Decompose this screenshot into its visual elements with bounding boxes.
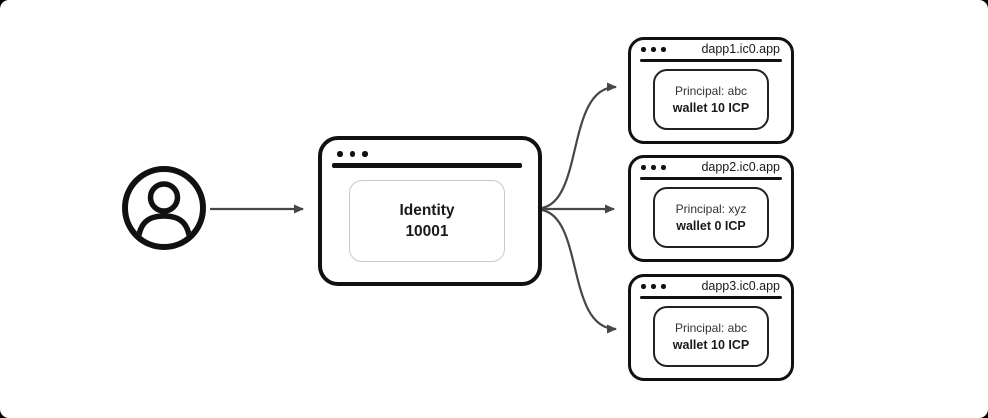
address-bar-line — [640, 177, 782, 180]
identity-box: Identity 10001 — [349, 180, 505, 262]
dapp1-wallet-label: wallet 10 ICP — [672, 100, 750, 115]
dapp3-principal-box: Principal: abc wallet 10 ICP — [653, 306, 769, 367]
dapp3-principal-label: Principal: abc — [674, 320, 748, 335]
window-dots-icon — [641, 47, 666, 52]
dapp1-browser-window: dapp1.ic0.app Principal: abc wallet 10 I… — [628, 37, 794, 144]
dapp1-principal-box: Principal: abc wallet 10 ICP — [653, 69, 769, 130]
dapp3-browser-window: dapp3.ic0.app Principal: abc wallet 10 I… — [628, 274, 794, 381]
window-dots-icon — [641, 165, 666, 170]
user-head — [147, 181, 181, 214]
address-bar-line — [640, 296, 782, 299]
dapp2-principal-label: Principal: xyz — [675, 201, 747, 216]
window-dots-icon — [641, 284, 666, 289]
address-bar-line — [332, 163, 522, 168]
address-bar-line — [640, 59, 782, 62]
dapp1-url-label: dapp1.ic0.app — [701, 42, 780, 56]
dapp1-principal-label: Principal: abc — [674, 83, 748, 98]
dapp3-url-label: dapp3.ic0.app — [701, 279, 780, 293]
identity-label-line1: Identity — [399, 202, 455, 219]
dapp3-wallet-label: wallet 10 ICP — [672, 337, 750, 352]
identity-label-line2: 10001 — [405, 223, 449, 240]
dapp2-principal-box: Principal: xyz wallet 0 ICP — [653, 187, 769, 248]
identity-browser-window: Identity 10001 — [318, 136, 542, 286]
user-icon — [122, 166, 206, 250]
user-shoulders — [135, 213, 193, 244]
window-dots-icon — [337, 151, 368, 157]
dapp2-url-label: dapp2.ic0.app — [701, 160, 780, 174]
arrow-identity-to-dapp1 — [541, 82, 617, 210]
dapp2-browser-window: dapp2.ic0.app Principal: xyz wallet 0 IC… — [628, 155, 794, 262]
arrow-identity-to-dapp3 — [541, 208, 617, 334]
user-circle — [122, 166, 206, 250]
dapp2-wallet-label: wallet 0 ICP — [676, 218, 746, 233]
